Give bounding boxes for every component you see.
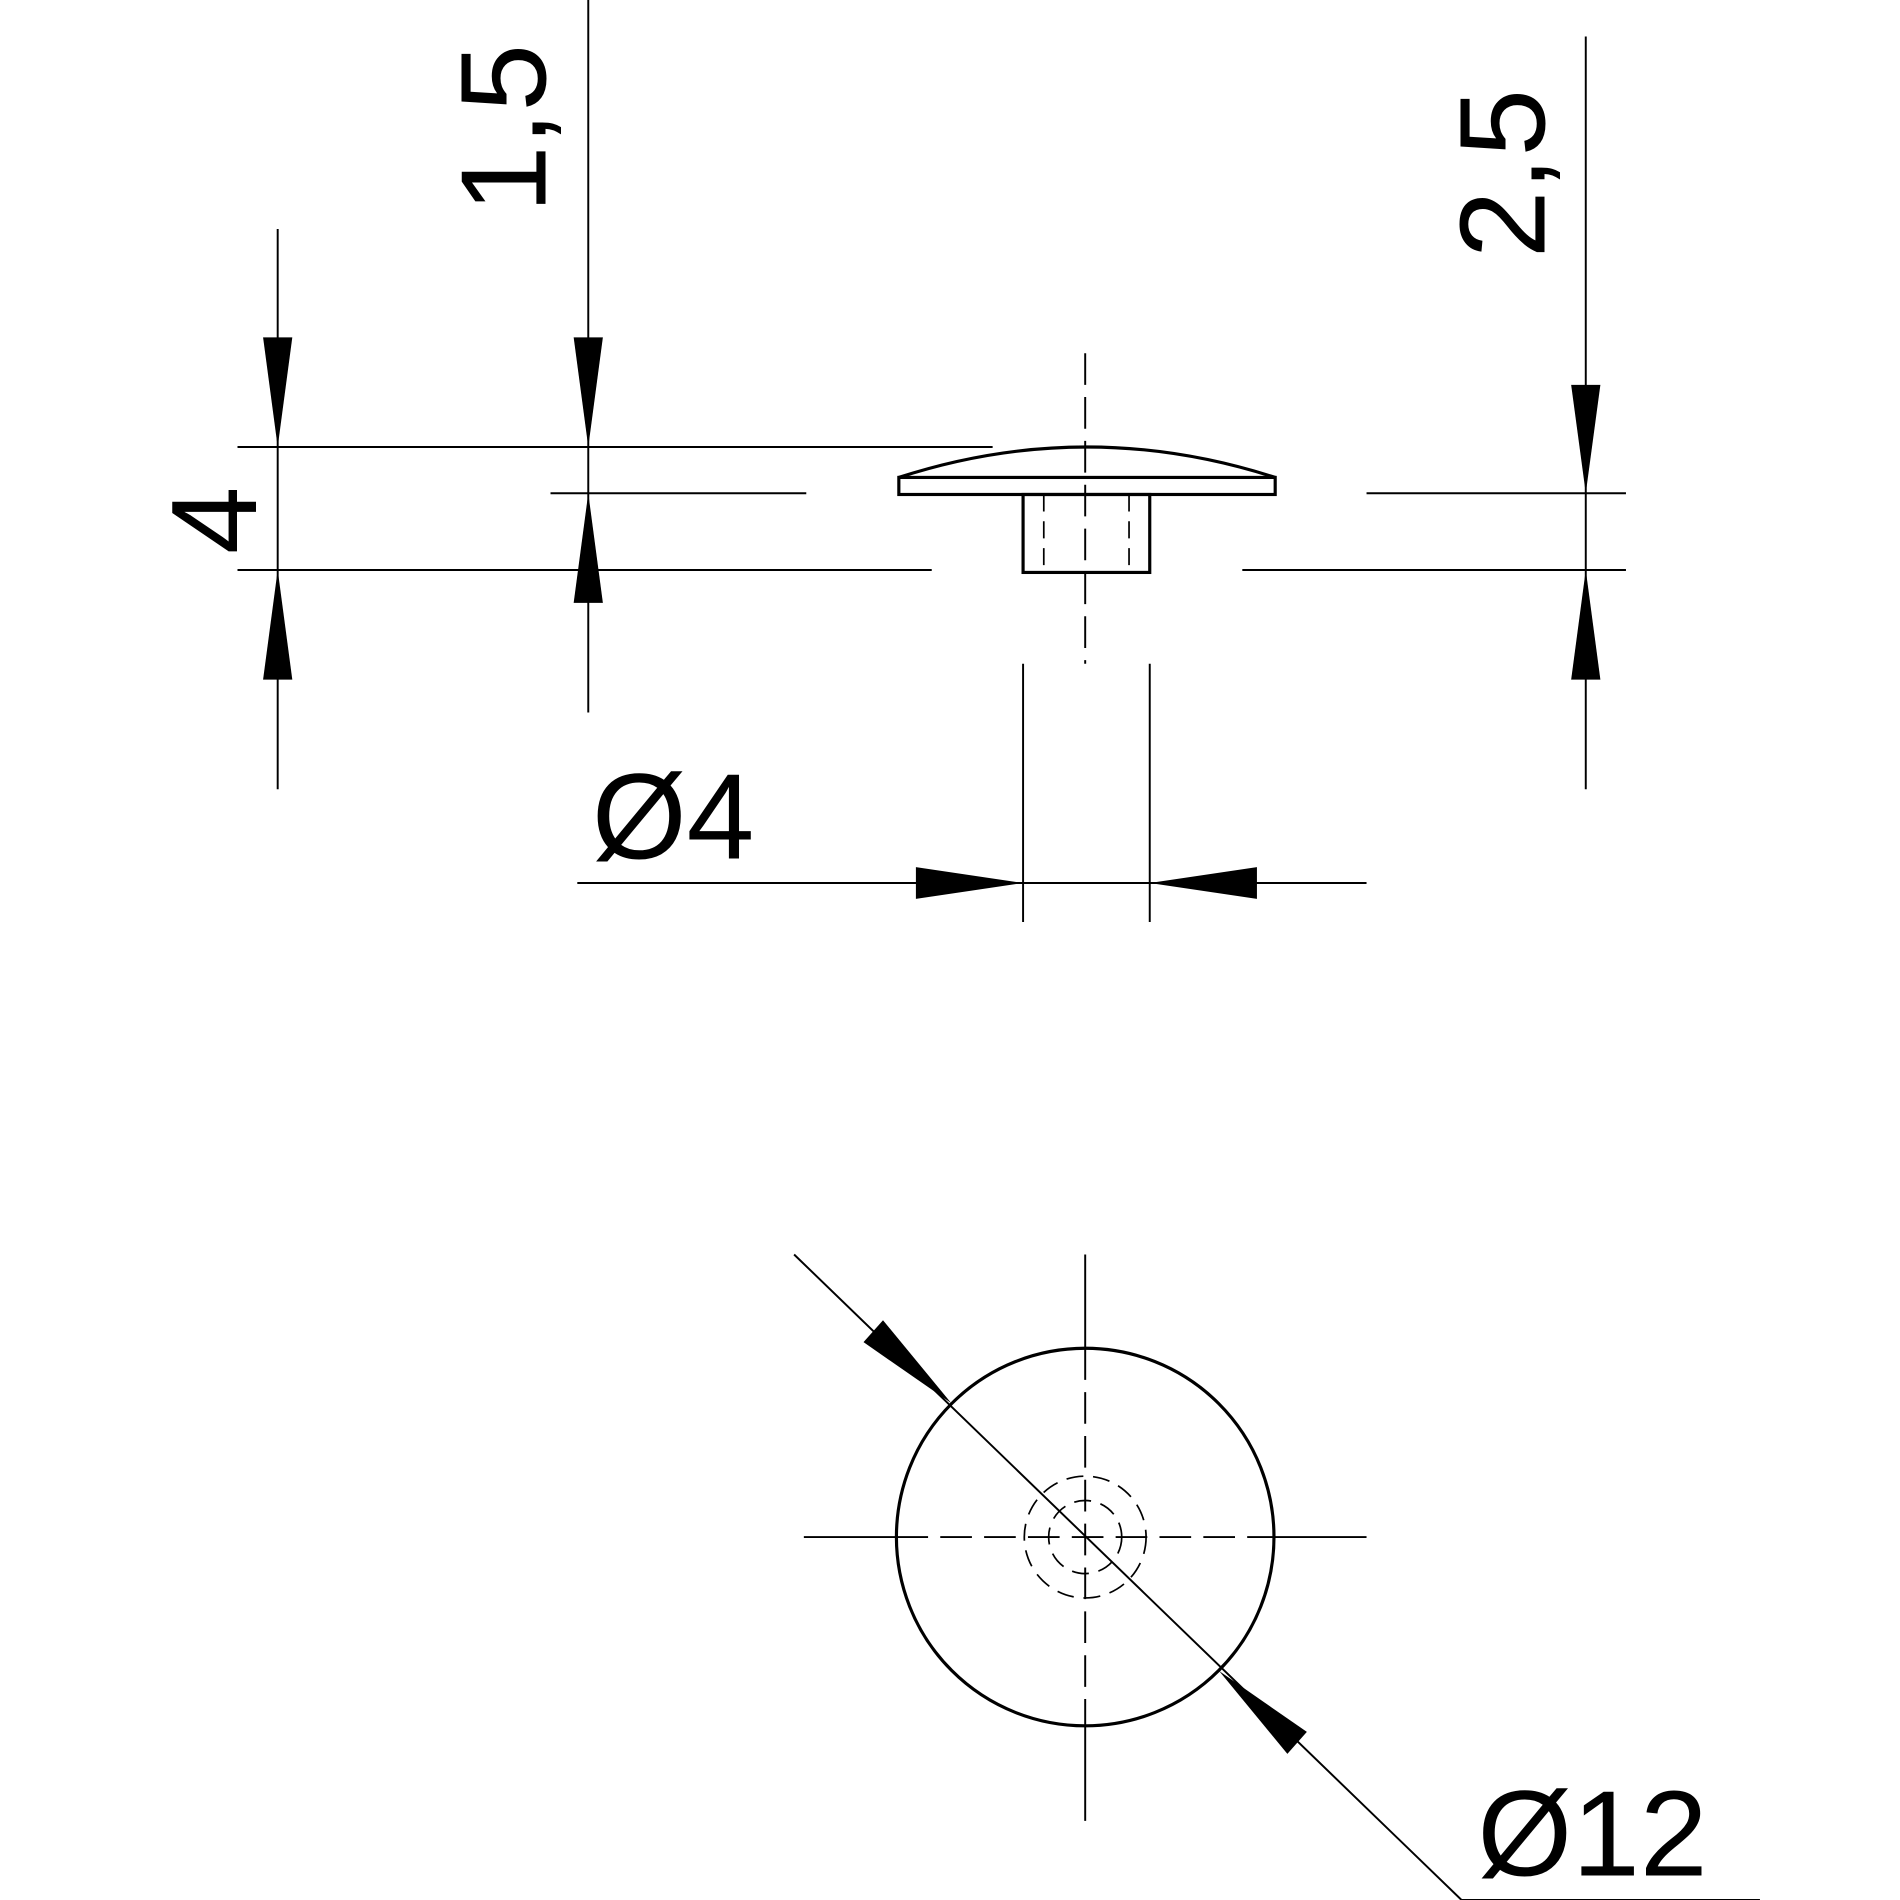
arrow-icon <box>863 1320 952 1404</box>
arrow-icon <box>573 337 603 447</box>
arrow-icon <box>573 493 603 603</box>
dimension-label: 4 <box>146 486 282 554</box>
stem <box>1021 492 1152 575</box>
dimension-label: 2,5 <box>1434 89 1570 258</box>
arrow-icon <box>1571 570 1601 680</box>
arrow-icon <box>1571 384 1601 494</box>
side-view <box>897 353 1277 664</box>
hidden-bore-circle <box>1047 1499 1123 1575</box>
arrow-icon <box>263 570 293 680</box>
arrow-icon <box>263 337 293 447</box>
dimension-height-4: 4 <box>146 228 293 790</box>
dimension-stem-2-5: 2,5 <box>1434 36 1601 790</box>
dimension-head-1-5: 1,5 <box>436 0 603 713</box>
head-flange <box>897 475 1277 497</box>
arrow-icon <box>1219 1671 1307 1754</box>
arrow-icon <box>1149 867 1257 899</box>
extension-lines <box>237 446 1626 922</box>
head-dome <box>898 445 1276 479</box>
dimension-head-diameter: Ø12 <box>793 1253 1760 1900</box>
arrow-icon <box>915 867 1024 899</box>
hidden-stem-circle <box>1023 1475 1147 1599</box>
dimension-label: 1,5 <box>436 44 572 213</box>
dimension-label: Ø4 <box>592 749 754 885</box>
dimension-label: Ø12 <box>1477 1766 1707 1900</box>
dimension-stem-diameter: Ø4 <box>577 749 1367 899</box>
